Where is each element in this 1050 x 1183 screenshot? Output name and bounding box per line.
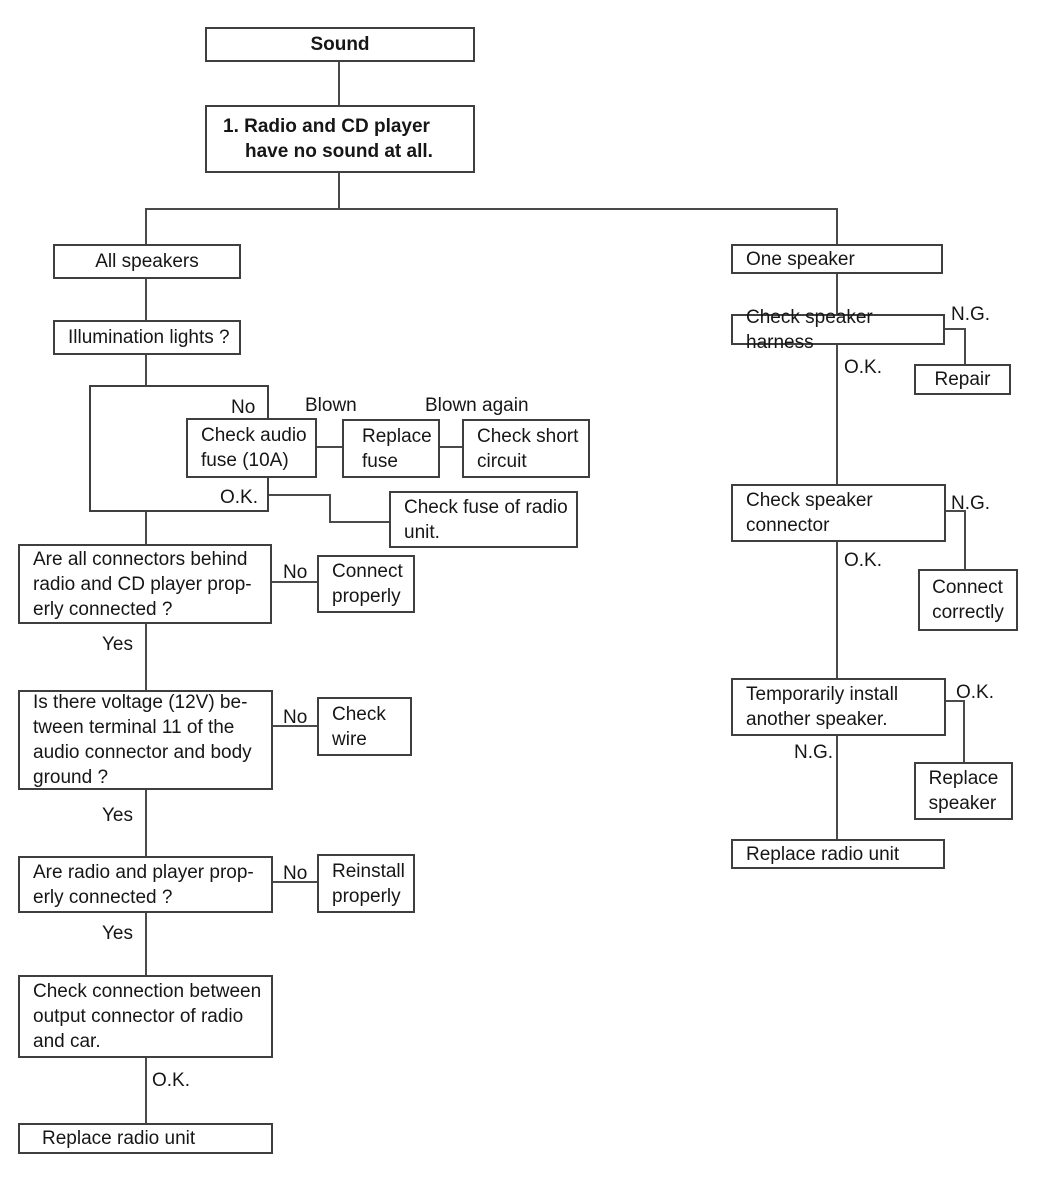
connector-line	[145, 208, 147, 245]
node-check-fuse-of-radio-unit: Check fuse of radio unit.	[389, 491, 578, 548]
connector-line	[145, 790, 147, 857]
connector-line	[145, 913, 147, 976]
connector-line	[317, 446, 343, 448]
node-reinstall-properly: Reinstall properly	[317, 854, 415, 913]
node-check-speaker-harness: Check speaker harness	[731, 307, 945, 353]
connector-line	[945, 510, 966, 512]
node-radio-player-question: Are radio and player prop- erly connecte…	[18, 856, 273, 913]
connector-line	[338, 173, 340, 210]
flow-label-no-radio: No	[283, 863, 308, 884]
connector-line	[945, 700, 965, 702]
flow-label-yes-connectors: Yes	[102, 634, 133, 655]
connector-line	[145, 355, 147, 386]
connector-line	[271, 581, 318, 583]
connector-line	[836, 208, 838, 245]
flow-label-no-fuse: No	[231, 397, 256, 418]
connector-line	[145, 1058, 147, 1124]
node-sound: Sound	[205, 27, 475, 62]
connector-line	[145, 279, 147, 321]
connector-line	[338, 61, 340, 106]
connector-line	[964, 328, 966, 365]
connector-line	[836, 736, 838, 841]
node-problem-definition: 1. Radio and CD player have no sound at …	[205, 105, 475, 173]
node-check-short-circuit: Check short circuit	[462, 419, 590, 478]
node-one-speaker: One speaker	[731, 244, 943, 274]
connector-line	[145, 624, 147, 691]
node-check-connection: Check connection between output connecto…	[18, 975, 273, 1058]
node-voltage-question: Is there voltage (12V) be- tween termina…	[18, 690, 273, 790]
flow-label-yes-radio: Yes	[102, 923, 133, 944]
node-check-speaker-connector: Check speaker connector	[731, 484, 946, 542]
connector-line	[329, 521, 390, 523]
node-connect-properly: Connect properly	[317, 555, 415, 613]
connector-line	[272, 725, 318, 727]
flow-label-no-connectors: No	[283, 562, 308, 583]
node-repair: Repair	[914, 364, 1011, 395]
flow-label-ok-harness: O.K.	[844, 357, 883, 378]
node-replace-fuse: Replace fuse	[342, 419, 440, 478]
flow-label-ng-harness: N.G.	[951, 304, 991, 325]
node-replace-speaker: Replace speaker	[914, 762, 1013, 820]
node-illumination-lights: Illumination lights ?	[53, 320, 241, 355]
flow-label-ok-connector: O.K.	[844, 550, 883, 571]
node-temporarily-install-speaker: Temporarily install another speaker.	[731, 678, 946, 736]
connector-line	[272, 881, 318, 883]
connector-line	[944, 328, 966, 330]
node-replace-radio-unit-left: Replace radio unit	[18, 1123, 273, 1154]
flow-label-ok-fuse: O.K.	[220, 487, 259, 508]
flow-label-ok-temp-install: O.K.	[956, 682, 995, 703]
connector-line	[268, 494, 331, 496]
node-check-audio-fuse: Check audio fuse (10A)	[186, 418, 317, 478]
flow-label-blown-again: Blown again	[425, 395, 529, 416]
flow-label-blown: Blown	[305, 395, 357, 416]
node-replace-radio-unit-right: Replace radio unit	[731, 839, 945, 869]
flow-label-ok-connection: O.K.	[152, 1070, 191, 1091]
node-all-speakers: All speakers	[53, 244, 241, 279]
node-check-wire: Check wire	[317, 697, 412, 756]
flow-label-ng-connector: N.G.	[951, 493, 991, 514]
connector-line	[964, 510, 966, 570]
connector-line	[836, 273, 838, 315]
node-connect-correctly: Connect correctly	[918, 569, 1018, 631]
connector-line	[329, 494, 331, 523]
node-connectors-question: Are all connectors behind radio and CD p…	[18, 544, 272, 624]
flow-label-no-voltage: No	[283, 707, 308, 728]
connector-line	[440, 446, 463, 448]
flow-label-ng-temp-install: N.G.	[794, 742, 834, 763]
flow-label-yes-voltage: Yes	[102, 805, 133, 826]
connector-line	[836, 345, 838, 485]
connector-line	[836, 542, 838, 679]
connector-line	[145, 512, 147, 545]
connector-line	[963, 700, 965, 763]
connector-line	[145, 208, 838, 210]
